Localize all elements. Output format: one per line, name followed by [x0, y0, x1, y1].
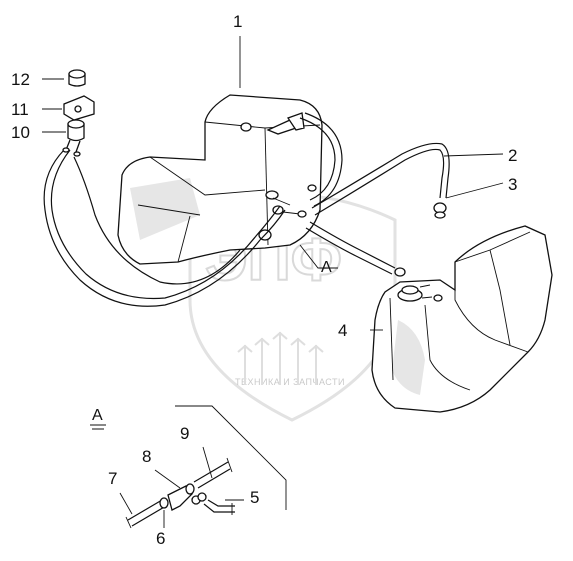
detail-title: A: [92, 407, 103, 424]
part-10-filter: [62, 119, 85, 157]
callout-2: 2: [508, 146, 517, 165]
callout-9: 9: [180, 424, 189, 443]
callout-4: 4: [338, 321, 347, 340]
callout-12: 12: [11, 70, 30, 89]
section-ref-label: A: [321, 259, 332, 276]
callout-11: 11: [11, 100, 29, 119]
section-ref: A: [321, 259, 332, 276]
callout-3: 3: [508, 175, 517, 194]
callout-10: 10: [11, 123, 30, 142]
part-11-bracket: [63, 95, 95, 121]
detail-view-a: A: [90, 405, 287, 529]
watermark-bottom-text: ТЕХНИКА И ЗАПЧАСТИ: [235, 377, 345, 387]
part-3-clamp: [433, 202, 447, 219]
callout-8: 8: [142, 447, 151, 466]
callout-6: 6: [156, 529, 165, 548]
callout-7: 7: [108, 469, 117, 488]
part-12-cap: [68, 69, 86, 87]
tank-right: [371, 225, 553, 413]
hoses: [43, 112, 450, 307]
callout-1: 1: [233, 12, 242, 31]
tank-left: [117, 94, 323, 265]
callout-5: 5: [250, 488, 259, 507]
callouts: 1 2 3 4 5 6 7 8 9 10 11 12: [11, 12, 517, 548]
leader-lines: [42, 36, 504, 331]
